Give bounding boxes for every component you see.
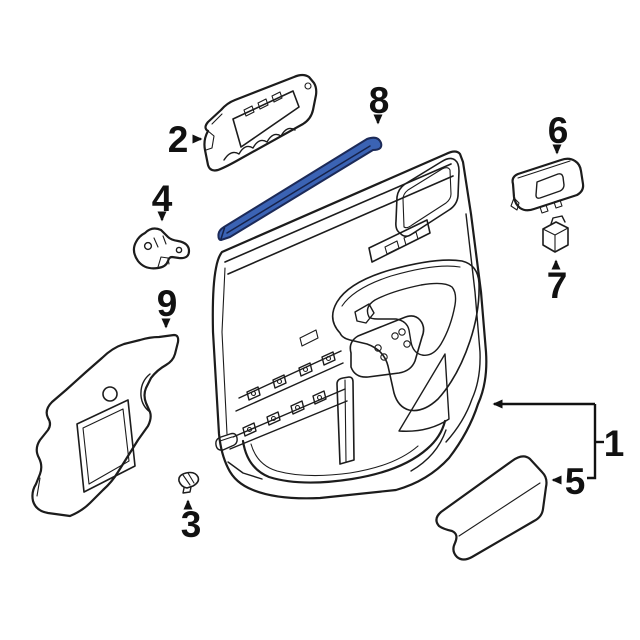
callout-4-label: 4 bbox=[152, 178, 173, 219]
armrest-pad bbox=[435, 455, 548, 561]
pocket-clip-tab bbox=[266, 411, 281, 426]
upper-reinforcement-bracket bbox=[203, 73, 318, 172]
screw-boss bbox=[391, 332, 399, 340]
callout-7-label: 7 bbox=[547, 265, 568, 306]
callout-9-label: 9 bbox=[157, 283, 178, 324]
callout-2: 2 bbox=[168, 119, 203, 160]
callout-8-label: 8 bbox=[369, 80, 390, 121]
bracket-hole bbox=[143, 241, 153, 251]
callout-9: 9 bbox=[157, 283, 178, 329]
callout-1-bracket bbox=[587, 404, 597, 480]
screw-boss bbox=[403, 340, 411, 348]
callout-2-label: 2 bbox=[168, 119, 189, 160]
screw-boss bbox=[374, 344, 382, 352]
callout-1-label: 1 bbox=[604, 423, 625, 464]
window-switch-bezel bbox=[510, 157, 585, 214]
switch bbox=[542, 215, 569, 253]
callout-7: 7 bbox=[547, 259, 568, 306]
callout-3: 3 bbox=[181, 499, 202, 545]
shield-hole bbox=[102, 386, 118, 402]
belt-weatherstrip-seal bbox=[217, 136, 383, 241]
callout-6-label: 6 bbox=[548, 110, 569, 151]
callout-3-label: 3 bbox=[181, 504, 202, 545]
retainer-clip bbox=[178, 471, 200, 494]
callout-4: 4 bbox=[152, 178, 173, 222]
callout-6: 6 bbox=[548, 110, 569, 155]
bracket-hole bbox=[175, 246, 183, 254]
screw-boss bbox=[398, 328, 406, 336]
callout-5: 5 bbox=[551, 461, 586, 502]
screw-boss bbox=[380, 353, 388, 361]
callout-8: 8 bbox=[369, 80, 390, 125]
door-trim-panel bbox=[211, 150, 488, 500]
callout-1: 1 bbox=[492, 399, 625, 480]
mounting-bracket bbox=[132, 227, 191, 270]
callout-5-label: 5 bbox=[565, 461, 586, 502]
water-shield bbox=[31, 333, 180, 518]
